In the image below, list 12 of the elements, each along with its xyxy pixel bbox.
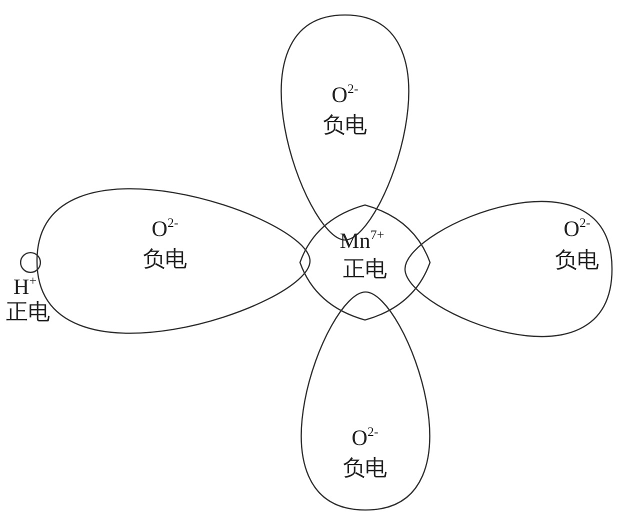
charge-label: 正电 <box>343 257 387 281</box>
charge-label: 负电 <box>555 248 599 272</box>
charge-label: 正电 <box>6 300 50 324</box>
charge-label: Mn$^{7+}$ <box>340 229 384 253</box>
charge-label: 负电 <box>143 247 187 271</box>
charge-label: 负电 <box>343 456 387 480</box>
charge-label: O$^{2-}$ <box>332 83 358 107</box>
charge-label: 负电 <box>323 113 367 137</box>
charge-label: O$^{2-}$ <box>152 217 178 241</box>
charge-label: O$^{2-}$ <box>352 426 378 450</box>
charge-label: H$^{+}$ <box>13 275 37 299</box>
charge-label: O$^{2-}$ <box>564 217 590 241</box>
